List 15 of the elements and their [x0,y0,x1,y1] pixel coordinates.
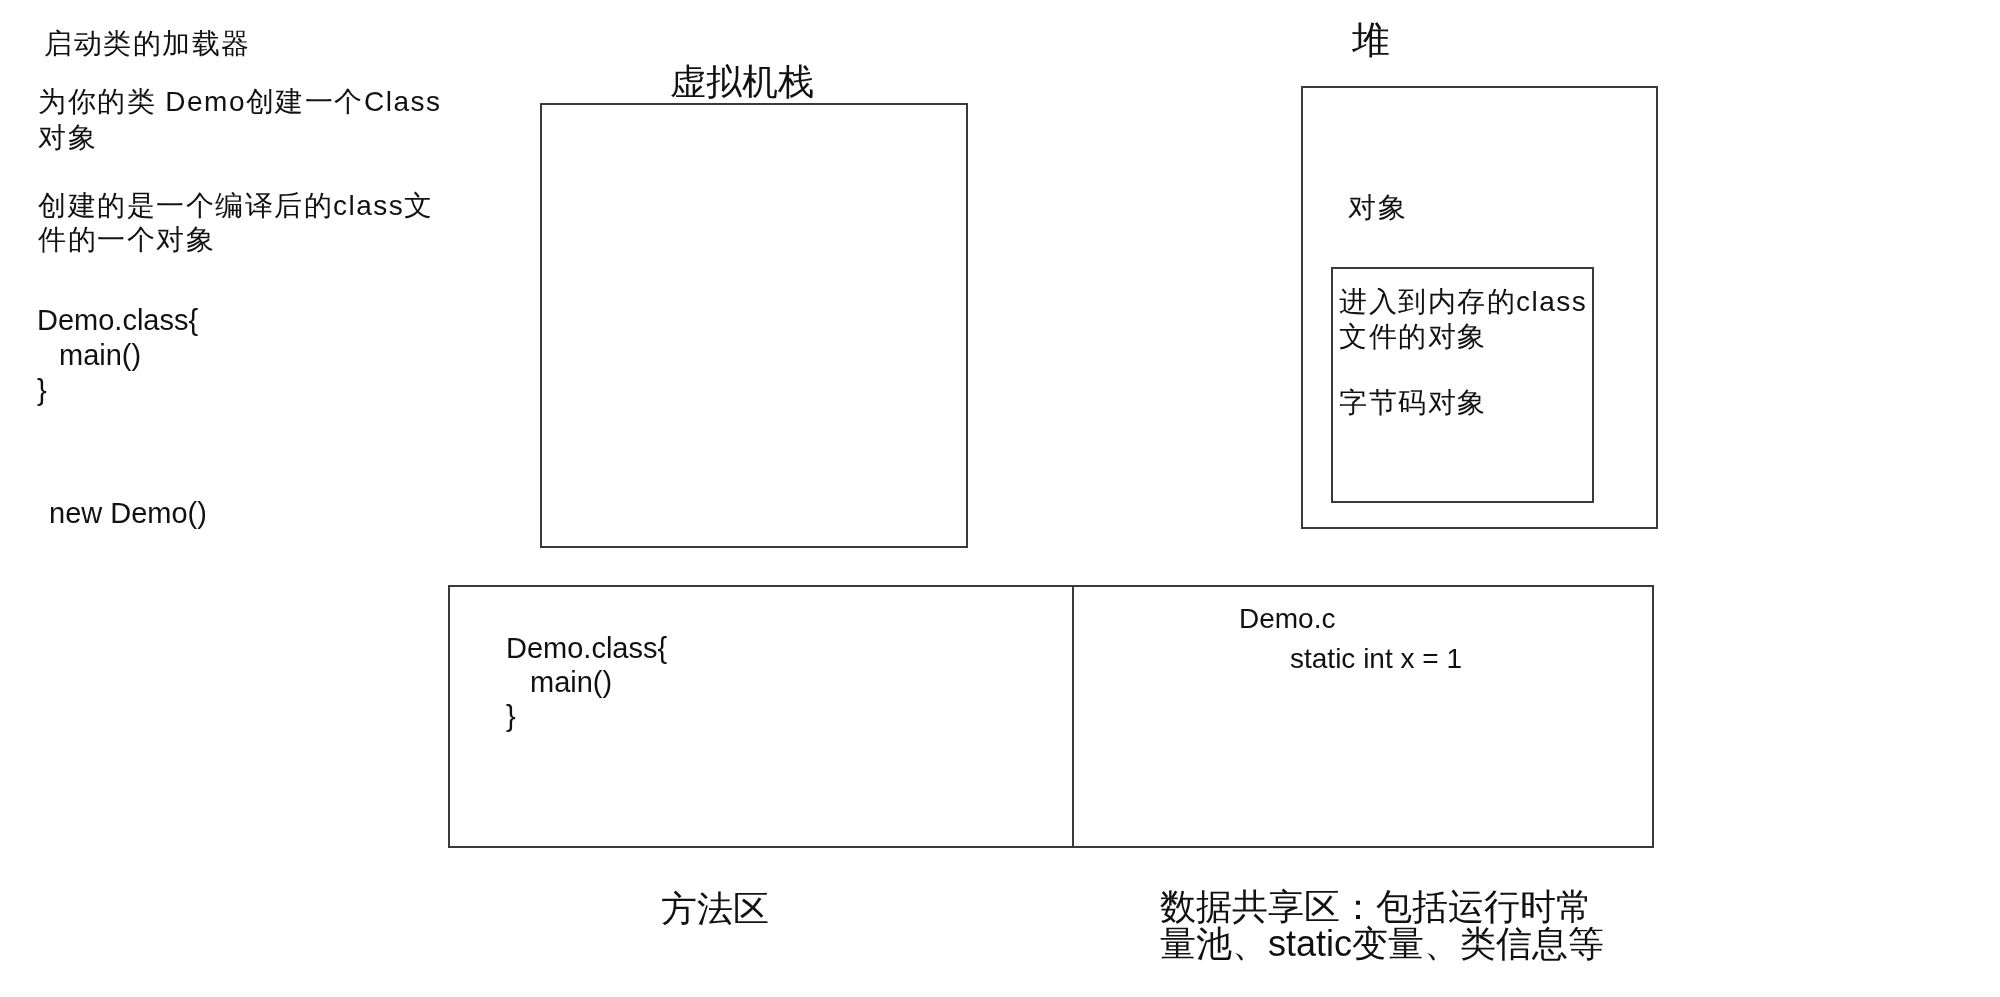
region-caption: 方法区 [661,887,769,931]
code-snippet: Demo.class{ main() } [506,631,668,733]
region-text: 对象 [1348,191,1407,225]
region-title: 虚拟机栈 [670,60,814,104]
code-snippet: Demo.c [1239,602,1336,636]
region-title: 堆 [1352,18,1390,63]
region-text: 字节码对象 [1339,386,1487,420]
note-text: 创建的是一个编译后的class文件的一个对象 [38,189,435,257]
code-snippet: new Demo() [49,496,207,531]
code-snippet: static int x = 1 [1290,642,1462,676]
region-text: 进入到内存的class文件的对象 [1339,285,1589,354]
region-caption: 数据共享区：包括运行时常量池、static变量、类信息等 [1160,888,1606,962]
note-text: 启动类的加载器 [44,27,251,61]
note-text: 为你的类 Demo创建一个Class对象 [38,85,443,155]
code-snippet: Demo.class{ main() } [37,303,199,408]
